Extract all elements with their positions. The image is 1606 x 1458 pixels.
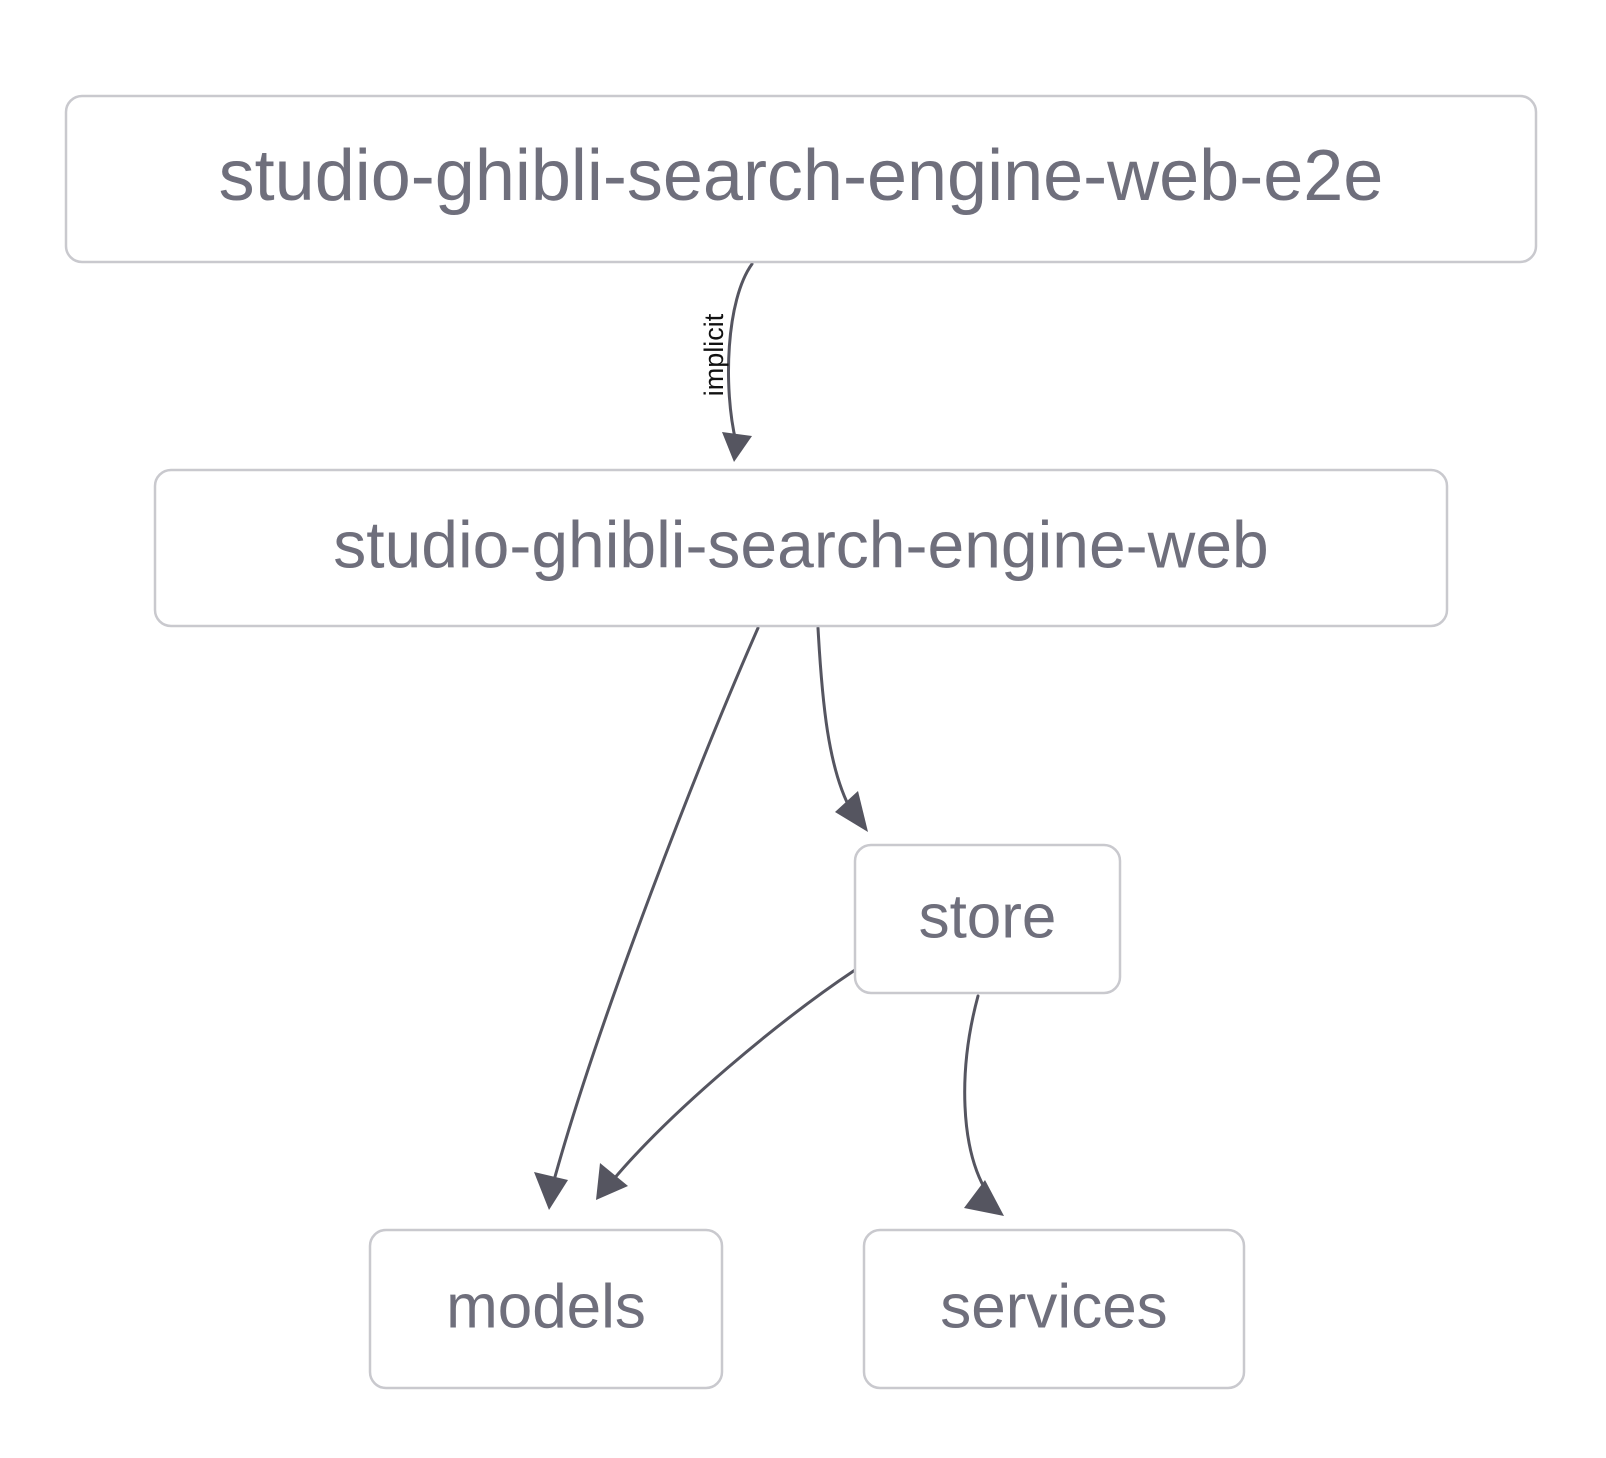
arrowhead-icon	[596, 1163, 628, 1200]
graph-node-models[interactable]: models	[368, 1228, 724, 1390]
graph-edge-web-to-store[interactable]	[816, 626, 868, 832]
arrowhead-icon	[835, 791, 868, 832]
arrowhead-icon	[964, 1180, 1004, 1216]
graph-node-studio-ghibli-search-engine-web-e2e[interactable]: studio-ghibli-search-engine-web-e2e	[64, 94, 1538, 264]
graph-node-services[interactable]: services	[862, 1228, 1246, 1390]
arrowhead-icon	[534, 1172, 568, 1210]
node-box[interactable]	[862, 1228, 1246, 1390]
graph-edge-web-to-models[interactable]	[534, 626, 760, 1210]
edge-line	[551, 626, 760, 1186]
edge-line	[611, 968, 857, 1182]
node-box[interactable]	[64, 94, 1538, 264]
node-box[interactable]	[368, 1228, 724, 1390]
edges-layer	[534, 262, 1004, 1216]
node-label: studio-ghibli-search-engine-web	[333, 507, 1269, 581]
edge-line	[816, 626, 854, 814]
graph-node-studio-ghibli-search-engine-web[interactable]: studio-ghibli-search-engine-web	[153, 468, 1449, 628]
edge-line	[963, 994, 990, 1196]
arrowhead-icon	[722, 432, 752, 462]
edge-labels-layer: implicit	[699, 313, 729, 396]
edge-label-e2e-to-web: implicit	[699, 313, 729, 396]
graph-edge-store-to-models[interactable]	[596, 968, 857, 1200]
node-box[interactable]	[853, 843, 1122, 995]
edge-line	[727, 262, 754, 444]
node-label: store	[919, 882, 1057, 951]
node-label: models	[446, 1272, 646, 1341]
node-box[interactable]	[153, 468, 1449, 628]
nodes-layer: studio-ghibli-search-engine-web-e2e studi…	[64, 94, 1538, 1390]
graph-node-store[interactable]: store	[853, 843, 1122, 995]
graph-edge-store-to-services[interactable]	[963, 994, 1004, 1216]
node-label: studio-ghibli-search-engine-web-e2e	[219, 136, 1384, 216]
graph-edge-e2e-to-web[interactable]	[722, 262, 754, 462]
node-label: services	[940, 1272, 1167, 1341]
